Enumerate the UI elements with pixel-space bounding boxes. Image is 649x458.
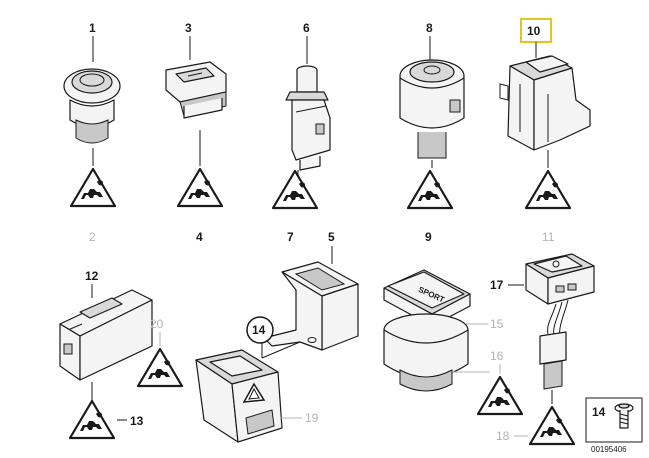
warning-triangle-9: [406, 169, 454, 210]
label-4: 4: [196, 230, 203, 244]
label-15: 15: [490, 317, 504, 331]
part-17-cable-switch: 17: [490, 253, 595, 404]
label-20: 20: [150, 317, 164, 331]
part-14-callout: 14: [246, 316, 301, 359]
part-10-box-switch: 10: [499, 18, 591, 168]
warning-triangle-20: [136, 347, 184, 388]
warning-triangle-4: [176, 167, 224, 208]
label-7: 7: [287, 230, 294, 244]
label-10: 10: [527, 24, 541, 38]
label-8: 8: [426, 21, 433, 35]
label-19: 19: [305, 411, 319, 425]
legend-code: 00195406: [591, 445, 627, 454]
warning-triangle-2: [69, 167, 117, 208]
label-9: 9: [425, 230, 432, 244]
warning-triangle-16: [476, 375, 524, 416]
legend-number: 14: [592, 405, 606, 419]
part-5-bracket: 5: [263, 230, 359, 351]
part-1-round-switch: 1: [63, 21, 121, 166]
part-8-large-round-switch: 8: [399, 21, 465, 168]
label-18: 18: [496, 429, 510, 443]
label-14: 14: [252, 323, 266, 337]
label-3: 3: [185, 21, 192, 35]
label-17: 17: [490, 278, 504, 292]
label-16: 16: [490, 349, 504, 363]
label-5: 5: [328, 230, 335, 244]
part-3-rect-switch: 3: [165, 21, 227, 166]
warning-triangle-11: [524, 169, 572, 210]
label-1: 1: [89, 21, 96, 35]
warning-triangle-18: [528, 405, 576, 446]
label-13: 13: [130, 414, 144, 428]
label-12: 12: [85, 269, 99, 283]
warning-triangle-7: [271, 169, 319, 210]
label-6: 6: [303, 21, 310, 35]
part-12-long-switch: 12: [59, 269, 153, 400]
part-6-plunger-switch: 6: [285, 21, 331, 178]
legend-box-screw: 14 00195406: [585, 397, 643, 454]
part-15-sport-switch: SPORT: [383, 269, 490, 392]
label-11: 11: [542, 230, 555, 244]
warning-triangle-13: [68, 399, 116, 440]
part-19-hazard-switch: [195, 349, 302, 443]
label-2: 2: [89, 230, 96, 244]
